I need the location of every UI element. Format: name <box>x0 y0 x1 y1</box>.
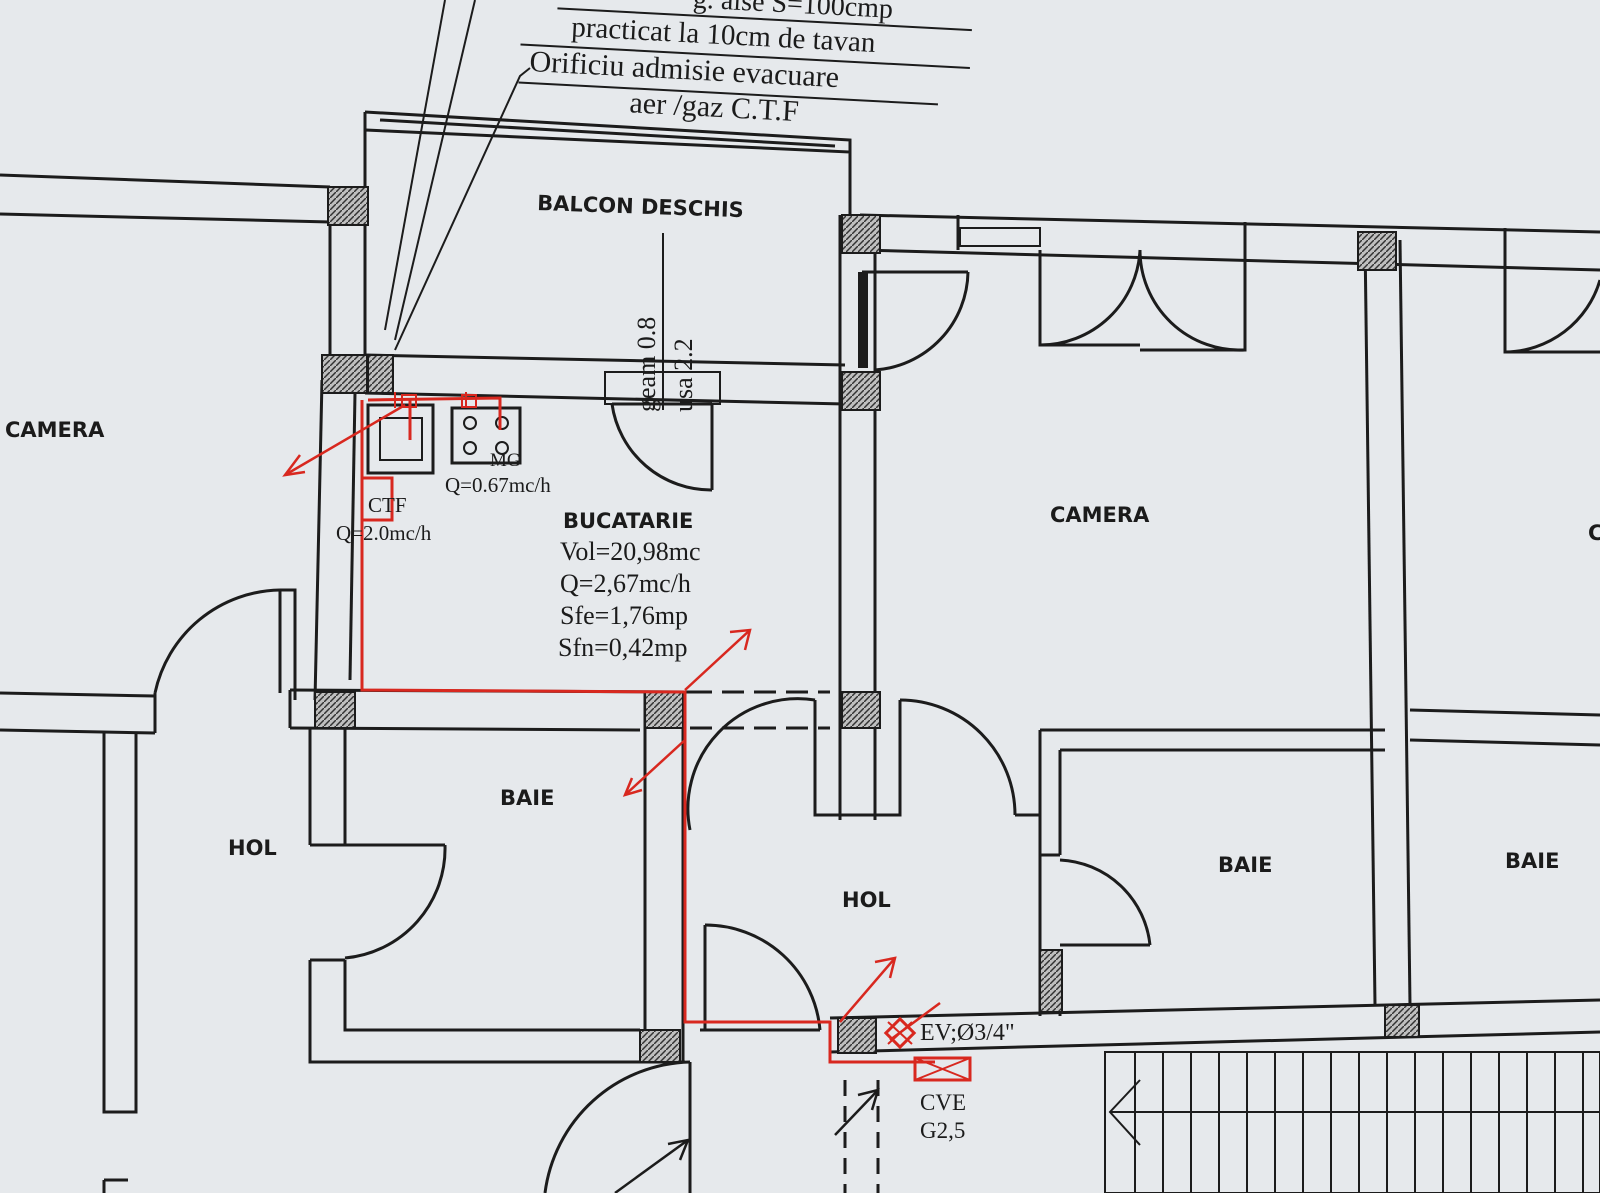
structural-columns <box>314 186 1420 1063</box>
room-label-camera-center: CAMERA <box>1050 503 1150 527</box>
room-label-baie-right: BAIE <box>1505 849 1559 873</box>
ev-valve-icon <box>883 1016 917 1050</box>
room-label-baie-left: BAIE <box>500 786 554 810</box>
doors <box>153 249 1600 1193</box>
walls <box>0 110 1600 1193</box>
column <box>639 1029 681 1063</box>
gas-pipe <box>360 392 935 1064</box>
column <box>841 691 881 729</box>
ctf-label: CTF <box>368 493 407 517</box>
kitchen-sfn: Sfn=0,42mp <box>558 633 688 662</box>
kitchen-sfe: Sfe=1,76mp <box>560 601 688 630</box>
kitchen-flow: Q=2,67mc/h <box>560 569 691 598</box>
column <box>841 371 881 411</box>
staircase <box>1104 1051 1600 1193</box>
gas-cooker <box>450 406 522 465</box>
room-label-camera-left: CAMERA <box>5 418 105 442</box>
column <box>841 214 881 254</box>
cve-label: CVE <box>920 1090 966 1115</box>
column <box>367 354 394 394</box>
column <box>321 354 368 394</box>
column <box>1384 1004 1420 1038</box>
column <box>644 691 684 729</box>
mg-flow: Q=0.67mc/h <box>445 473 551 497</box>
ev-label: EV;Ø3/4" <box>920 1020 1015 1046</box>
room-label-bucatarie: BUCATARIE <box>563 509 693 533</box>
gas-meter-size: G2,5 <box>920 1118 965 1143</box>
column <box>1357 231 1397 271</box>
room-label-hol-center: HOL <box>842 888 891 912</box>
cve-meter-icon <box>913 1056 972 1082</box>
column <box>837 1017 877 1054</box>
column <box>327 186 369 226</box>
column <box>1039 949 1063 1013</box>
column <box>314 691 356 729</box>
kitchen-volume: Vol=20,98mc <box>560 537 701 566</box>
room-label-baie-center: BAIE <box>1218 853 1272 877</box>
mg-label: MG <box>490 450 521 471</box>
window-note: geam 0.8 <box>632 317 661 412</box>
ctf-flow: Q=2.0mc/h <box>336 521 432 545</box>
door-note: usa 2.2 <box>669 338 698 412</box>
ventilation-note: g. aise S=100cmp practicat la 10cm de ta… <box>518 0 972 128</box>
room-label-hol-left: HOL <box>228 836 277 860</box>
ventilation-arrows <box>282 403 941 1193</box>
note-leader-lines <box>384 0 531 351</box>
room-label-camera-right: C <box>1588 521 1600 545</box>
